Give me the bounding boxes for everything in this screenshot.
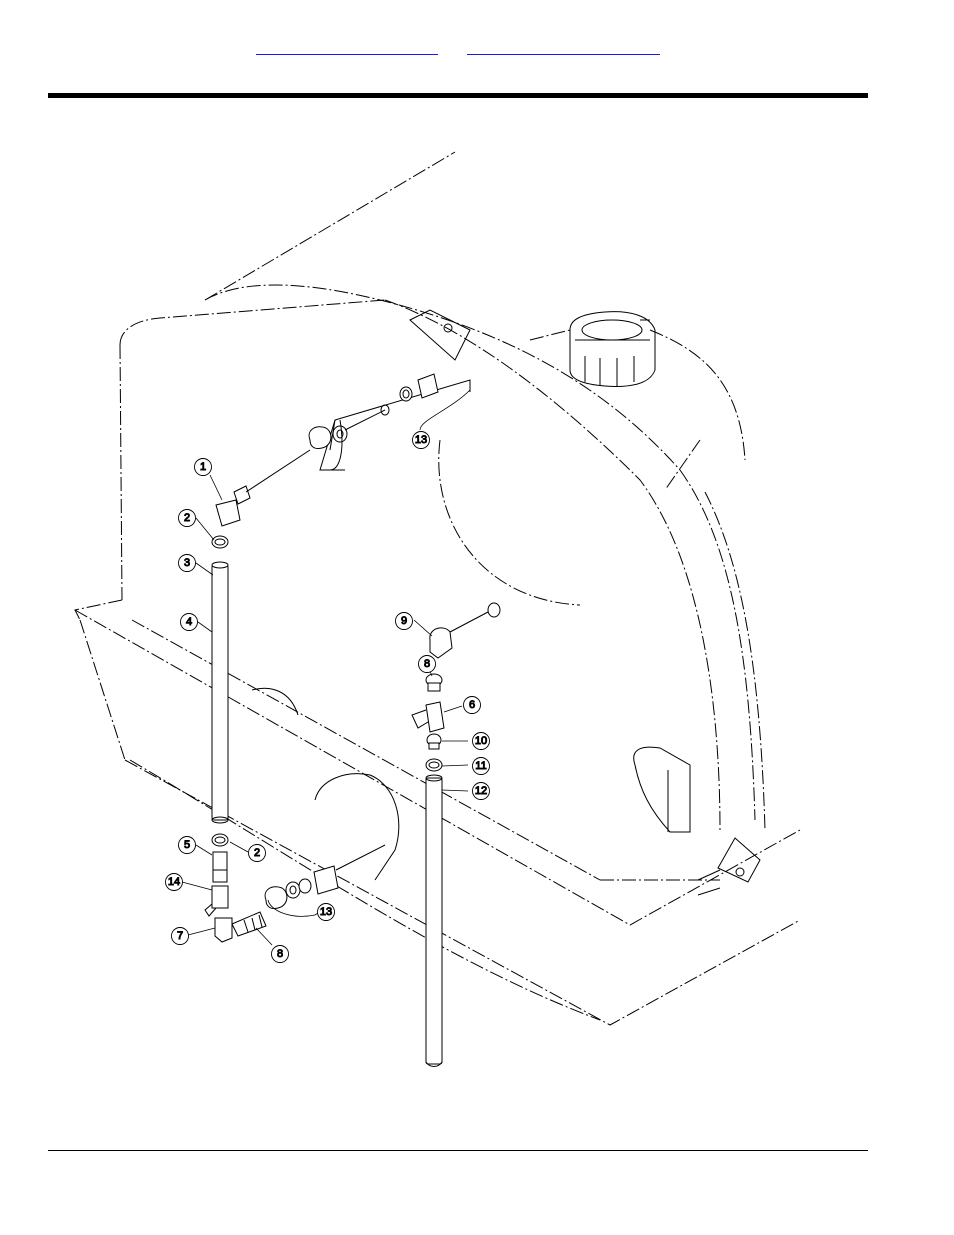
callout-c13a: 13 [413,432,430,449]
callout-c8b: 8 [419,656,436,673]
callout-c7: 7 [172,928,189,945]
callout-label: 14 [168,876,180,888]
callout-label: 12 [475,785,487,797]
callout-label: 13 [320,906,332,918]
callout-c3: 3 [179,555,196,572]
callout-label: 9 [401,615,407,627]
header-rule [48,93,868,98]
callout-label: 8 [277,948,283,960]
callout-label: 8 [424,658,430,670]
callout-c2b: 2 [249,845,266,862]
callout-c10: 10 [473,733,490,750]
callout-label: 6 [469,699,475,711]
callout-c2a: 2 [179,510,196,527]
callout-label: 10 [475,735,487,747]
callout-label: 7 [177,930,183,942]
callout-c8a: 8 [272,946,289,963]
callout-c13b: 13 [318,904,335,921]
callout-label: 13 [415,434,427,446]
callout-label: 4 [186,616,192,628]
callout-label: 11 [475,760,486,772]
callout-c1: 1 [195,459,212,476]
callout-c11: 11 [473,758,490,775]
callout-c9: 9 [396,613,413,630]
left-pipe-assembly [205,374,438,942]
callout-label: 5 [184,839,190,851]
nav-link-2[interactable] [467,40,660,55]
callout-c12: 12 [473,783,490,800]
callout-c14: 14 [166,874,183,891]
footer-rule [48,1150,868,1151]
nav-link-1[interactable] [256,40,438,55]
tank-body [252,310,760,895]
callout-c4: 4 [181,614,198,631]
callout-label: 1 [200,461,206,473]
callout-label: 2 [184,512,190,524]
callout-label: 2 [254,847,260,859]
callout-label: 3 [184,557,190,569]
callout-c6: 6 [464,697,481,714]
callout-c5: 5 [179,837,196,854]
